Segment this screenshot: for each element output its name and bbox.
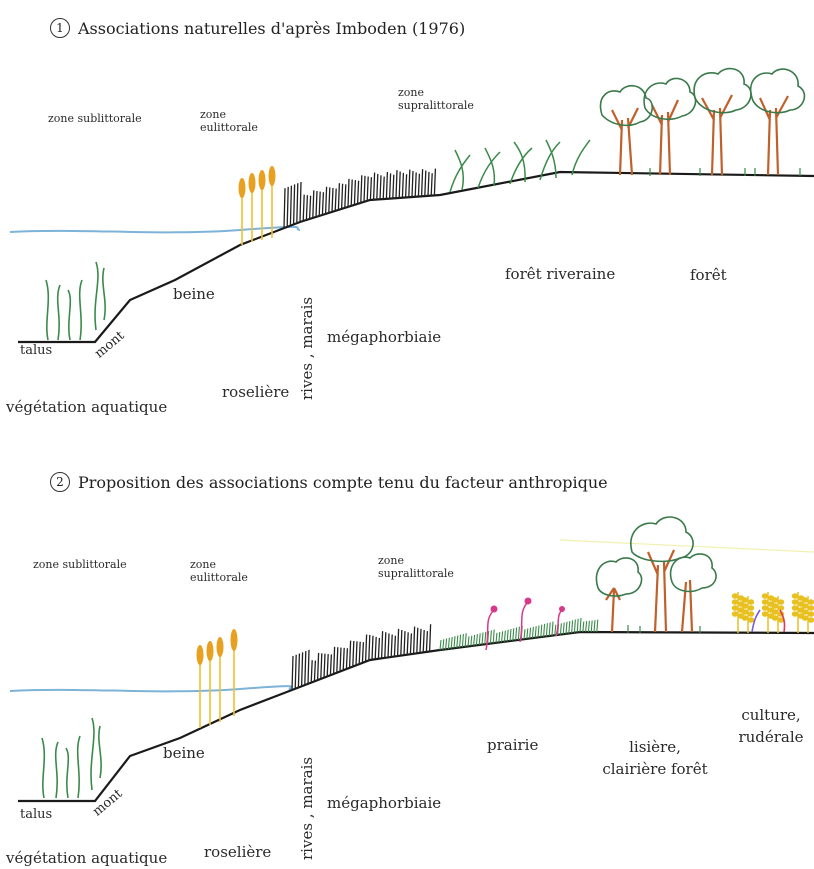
faint-guide-line (559, 539, 814, 553)
zone-eulittorale-label: zone eulittorale (200, 108, 258, 134)
ruderal-plants (751, 609, 786, 633)
zone-eulittorale-label: zone eulittorale (190, 558, 248, 584)
prairie-label: prairie (487, 736, 539, 754)
trees-panel2 (595, 516, 717, 633)
megaphorbiaie-label: mégaphorbiaie (327, 328, 442, 346)
culture-ruderale-label: culture, rudérale (738, 706, 804, 746)
rives-marais-label: rives , marais (298, 756, 316, 860)
panel1-title-text: Associations naturelles d'après Imboden … (78, 18, 466, 38)
foret-label: forêt (690, 266, 727, 284)
panel2-number: 2 (50, 472, 70, 492)
marsh-vegetation (283, 168, 437, 229)
flower-heads (490, 597, 565, 613)
aquatic-plants (45, 261, 106, 341)
megaphorbiaie-label: mégaphorbiaie (327, 794, 442, 812)
panel-anthropic-associations: 2 Proposition des associations compte te… (0, 460, 814, 869)
reed-heads (238, 166, 276, 198)
trees-panel1 (599, 67, 806, 176)
tall-grasses (449, 139, 591, 193)
vegetation-aquatique-label: végétation aquatique (6, 398, 168, 416)
panel-natural-associations: 1 Associations naturelles d'après Imbode… (0, 0, 814, 430)
panel1-number: 1 (50, 18, 70, 38)
reed-heads (196, 629, 238, 665)
roseliere-label: roselière (222, 383, 290, 401)
zone-sublittorale-label: zone sublittorale (33, 558, 127, 571)
ground-profile (18, 170, 814, 344)
zone-sublittorale-label: zone sublittorale (48, 112, 142, 125)
marsh-vegetation (291, 624, 432, 691)
prairie-grass (439, 617, 599, 651)
talus-label: talus (20, 343, 53, 358)
beine-label: beine (163, 744, 205, 762)
foret-riveraine-label: forêt riveraine (505, 265, 616, 283)
panel2-title-text: Proposition des associations compte tenu… (78, 472, 608, 492)
beine-label: beine (173, 285, 215, 303)
aquatic-plants (41, 717, 102, 799)
water-surface (9, 225, 301, 234)
roseliere-label: roselière (204, 843, 272, 861)
vegetation-aquatique-label: végétation aquatique (6, 849, 168, 867)
zone-supralittorale-label: zone supralittorale (398, 86, 474, 112)
water-surface (9, 685, 293, 693)
talus-label: talus (20, 807, 53, 822)
panel2-title: 2 Proposition des associations compte te… (50, 472, 608, 492)
panel1-title: 1 Associations naturelles d'après Imbode… (50, 18, 465, 38)
panel2-profile-drawing (9, 516, 814, 803)
lisiere-clairiere-foret-label: lisière, clairière forêt (602, 738, 708, 778)
rives-marais-label: rives , marais (298, 296, 316, 400)
zone-supralittorale-label: zone supralittorale (378, 554, 454, 580)
panel1-profile-drawing (9, 67, 814, 344)
crop-plants (731, 592, 814, 633)
